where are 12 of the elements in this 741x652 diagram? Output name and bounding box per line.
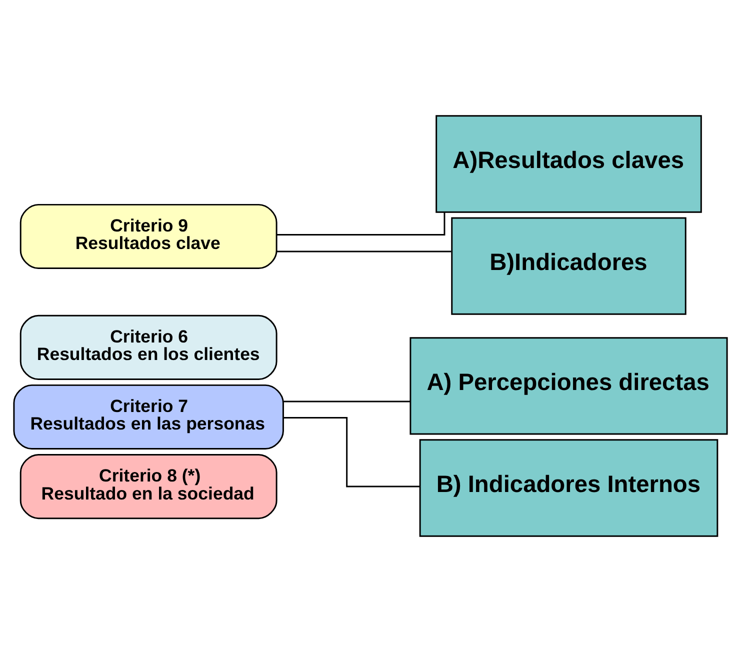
node-box: Criterio 8 (*) Resultado en la sociedad (20, 454, 278, 520)
connector (276, 212, 446, 236)
connector (276, 250, 452, 252)
node-box: Criterio 9 Resultados clave (20, 204, 278, 270)
node-box: A)Resultados claves (436, 115, 702, 213)
node-box: A) Percepciones directas (410, 337, 728, 435)
node-box: B) Indicadores Internos (419, 439, 718, 537)
connector (283, 400, 410, 402)
node-box: B)Indicadores (451, 217, 686, 315)
connector (284, 416, 420, 488)
node-box: Criterio 7 Resultados en las personas (13, 384, 284, 450)
node-box: Criterio 6 Resultados en los clientes (20, 314, 278, 380)
